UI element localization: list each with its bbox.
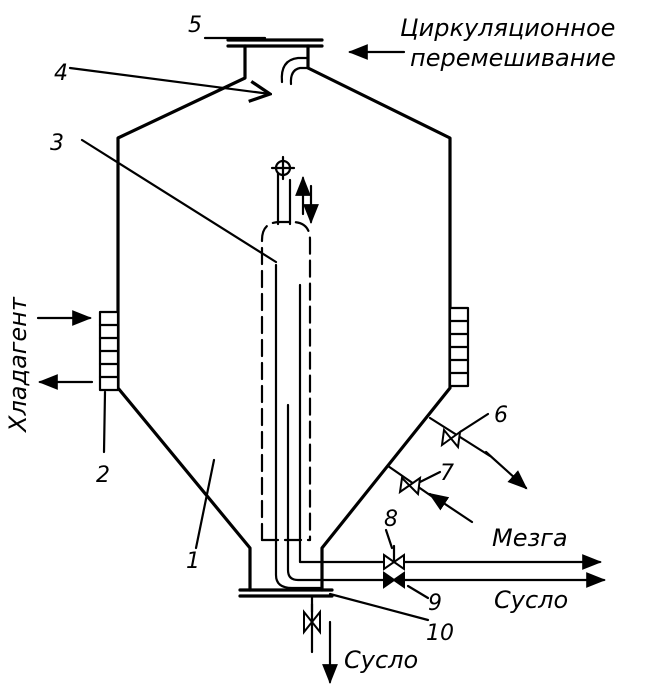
valve-7	[398, 475, 422, 497]
label-5: 5	[188, 13, 202, 38]
drain-valve	[303, 609, 321, 635]
float-assembly	[80, 138, 319, 542]
pomace-pipe-upper	[298, 283, 386, 564]
circulation-inlet	[68, 44, 406, 94]
label-2: 2	[96, 463, 110, 488]
cooling-jacket-right	[448, 306, 470, 388]
tank-right-wall	[306, 44, 452, 592]
tank-body	[116, 38, 452, 598]
label-4: 4	[54, 61, 68, 86]
label-10: 10	[426, 621, 454, 646]
label-1: 1	[186, 549, 200, 574]
drain-pipe	[274, 263, 324, 590]
label-circulation-2: перемешивание	[410, 44, 616, 72]
tank-left-wall	[116, 44, 252, 592]
label-must-right: Сусло	[494, 586, 568, 614]
side-outlet-6	[428, 412, 528, 490]
label-7: 7	[440, 461, 454, 486]
leader-1	[194, 458, 216, 550]
leader-3	[80, 138, 278, 264]
cooling-jacket-left	[98, 310, 120, 392]
leader-9	[406, 584, 430, 600]
leader-4	[68, 66, 270, 94]
label-circulation-1: Циркуляционное	[400, 14, 615, 42]
label-must-bottom: Сусло	[344, 646, 418, 674]
leader-10	[328, 592, 430, 622]
bottom-drain	[303, 594, 338, 684]
float-outline	[260, 220, 312, 542]
label-8: 8	[384, 507, 398, 532]
leader-7	[418, 470, 442, 484]
valve-9	[383, 571, 405, 589]
leader-6	[458, 412, 490, 434]
must-pipe	[286, 403, 386, 582]
label-coolant: Хладагент	[4, 296, 32, 434]
label-6: 6	[494, 403, 508, 428]
inlet-pipe-top	[280, 56, 310, 84]
leader-8	[384, 528, 394, 550]
valve-8	[383, 544, 405, 571]
outlet-6-arrow	[484, 450, 528, 490]
label-pomace: Мезга	[492, 524, 568, 552]
label-9: 9	[428, 591, 442, 616]
leader-2	[102, 390, 107, 454]
inlet-pipe-bottom	[289, 66, 310, 86]
inner-pipes	[274, 263, 606, 590]
side-inlet-7	[386, 464, 474, 524]
label-3: 3	[50, 131, 64, 156]
pomace-inlet-arrow	[428, 492, 474, 524]
